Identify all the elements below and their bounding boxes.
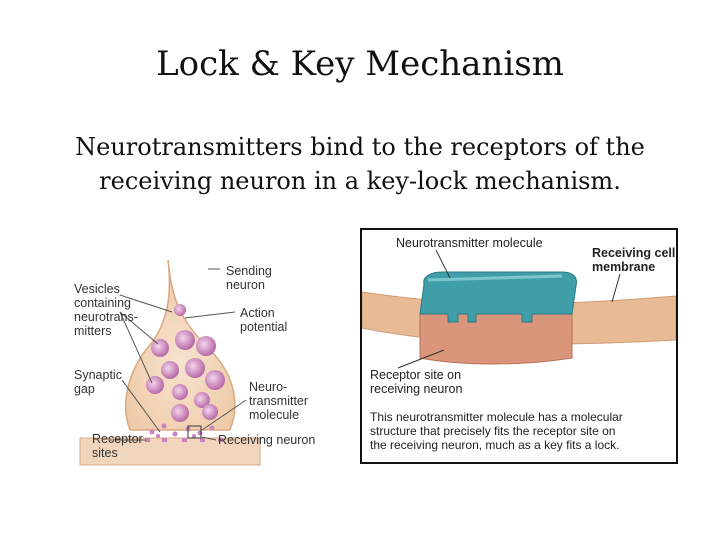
- synapse-diagram: Sending neuron Vesicles containing neuro…: [60, 240, 340, 475]
- label-synaptic-gap: Synaptic gap: [74, 368, 122, 396]
- receptor-sites: [145, 438, 223, 442]
- label-nt-molecule: Neurotransmitter molecule: [396, 236, 543, 250]
- synapse-illustration: [79, 259, 261, 466]
- lock-key-illustration: [362, 249, 676, 369]
- zoom-box: [187, 425, 202, 439]
- lock-key-closeup: Neurotransmitter molecule Receiving cell…: [360, 228, 678, 464]
- label-receiving-cell-membrane: Receiving cell membrane: [592, 246, 676, 274]
- label-receptor-sites: Receptor sites: [92, 432, 143, 460]
- right-leader-lines: [397, 249, 621, 369]
- label-vesicles: Vesicles containing neurotrans- mitters: [74, 282, 138, 338]
- neurotransmitter-dots: [149, 423, 215, 438]
- label-action-potential: Action potential: [240, 306, 288, 334]
- label-neurotransmitter-molecule: Neuro- transmitter molecule: [249, 380, 309, 422]
- leader-lines: [110, 268, 247, 441]
- slide-subtitle: Neurotransmitters bind to the receptors …: [75, 133, 645, 195]
- slide-title: Lock & Key Mechanism: [156, 44, 564, 84]
- label-receiving-neuron: Receiving neuron: [218, 433, 316, 447]
- receptor-site-shape: [419, 313, 573, 365]
- label-receptor-site: Receptor site on receiving neuron: [370, 368, 463, 396]
- neurotransmitter-molecule-shape: [419, 271, 577, 323]
- caption-text: This neurotransmitter molecule has a mol…: [370, 410, 623, 452]
- vesicles: [146, 304, 225, 422]
- label-sending-neuron: Sending neuron: [226, 264, 272, 292]
